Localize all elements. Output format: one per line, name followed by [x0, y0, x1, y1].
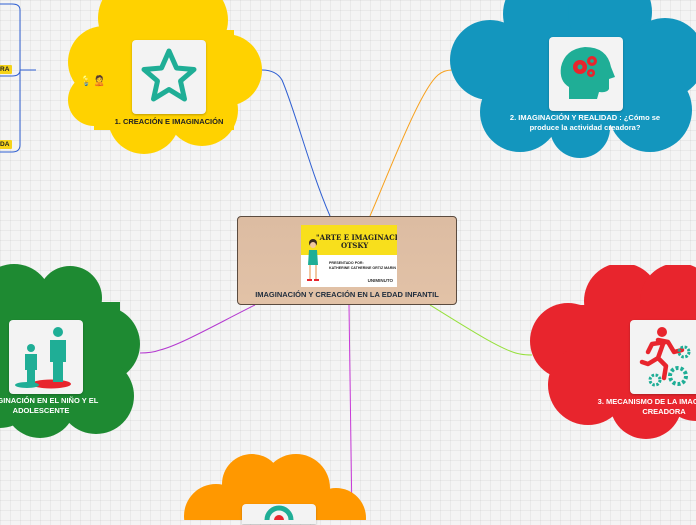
central-image-title-line1: "ARTE E IMAGINACIÓN"	[316, 233, 397, 242]
side-tag-1-label: RA	[0, 66, 10, 73]
side-tag-1[interactable]: RA	[0, 65, 13, 74]
connector-node-5	[348, 304, 353, 520]
side-tag-2-label: DA	[0, 141, 10, 148]
node-imaginacion-realidad-label: 2. IMAGINACIÓN Y REALIDAD : ¿Cómo se pro…	[509, 113, 661, 132]
node-imaginacion-realidad[interactable]: 2. IMAGINACIÓN Y REALIDAD : ¿Cómo se pro…	[450, 0, 696, 160]
node-orange-bottom[interactable]	[180, 452, 370, 524]
person-icon: 🙎	[93, 76, 106, 87]
node-mecanismo-imaginacion[interactable]: 3. MECANISMO DE LA IMAGINACIÓN CREADORA	[528, 265, 696, 440]
central-image-byline: PRESENTADO POR: KATHERINE CATHERINE ORTI…	[329, 261, 396, 270]
brain-gears-icon-card	[549, 37, 623, 111]
central-topic[interactable]: "ARTE E IMAGINACIÓN" OTSKY PRESENTADO PO…	[237, 216, 457, 305]
lightbulb-icon: 💡	[80, 76, 93, 87]
side-tag-2[interactable]: DA	[0, 140, 13, 149]
connector-node-1	[261, 69, 331, 217]
runner-gears-icon	[639, 327, 691, 387]
connector-node-2	[369, 69, 453, 217]
node-creacion-imaginacion[interactable]: 💡 🙎 1. CREACIÓN E IMAGINACIÓN	[34, 0, 264, 156]
brain-gears-icon	[560, 47, 615, 99]
star-icon-card	[132, 40, 206, 114]
cloud-shape-orange	[184, 454, 366, 520]
star-icon	[141, 48, 197, 102]
central-image-logo: UNIMINUTO	[367, 278, 393, 283]
runner-gears-icon-card	[630, 320, 696, 394]
child-adult-icon-card	[9, 320, 83, 394]
node-imaginacion-nino-adolescente-label: IMAGINACIÓN EN EL NIÑO Y EL ADOLESCENTE	[0, 396, 99, 415]
connector-node-4	[139, 304, 256, 354]
connector-side	[0, 3, 36, 153]
central-image-byline-2: KATHERINE CATHERINE ORTIZ MARIN	[329, 265, 396, 270]
girl-illustration-icon	[307, 239, 319, 281]
cloud-shape-blue	[450, 0, 696, 158]
node-mecanismo-imaginacion-label: 3. MECANISMO DE LA IMAGINACIÓN CREADORA	[597, 397, 696, 416]
node-creacion-imaginacion-label: 1. CREACIÓN E IMAGINACIÓN	[114, 117, 224, 126]
central-image-byline-1: PRESENTADO POR:	[329, 261, 364, 265]
central-image-title-line2: OTSKY	[341, 241, 369, 250]
child-adult-icon	[15, 327, 71, 389]
connector-node-3	[429, 304, 533, 356]
target-icon	[264, 505, 294, 521]
node-imaginacion-nino-adolescente[interactable]: IMAGINACIÓN EN EL NIÑO Y EL ADOLESCENTE	[0, 262, 142, 440]
central-topic-title: IMAGINACIÓN Y CREACIÓN EN LA EDAD INFANT…	[255, 290, 439, 299]
target-icon-card	[242, 504, 316, 524]
central-image: "ARTE E IMAGINACIÓN" OTSKY PRESENTADO PO…	[301, 225, 397, 287]
